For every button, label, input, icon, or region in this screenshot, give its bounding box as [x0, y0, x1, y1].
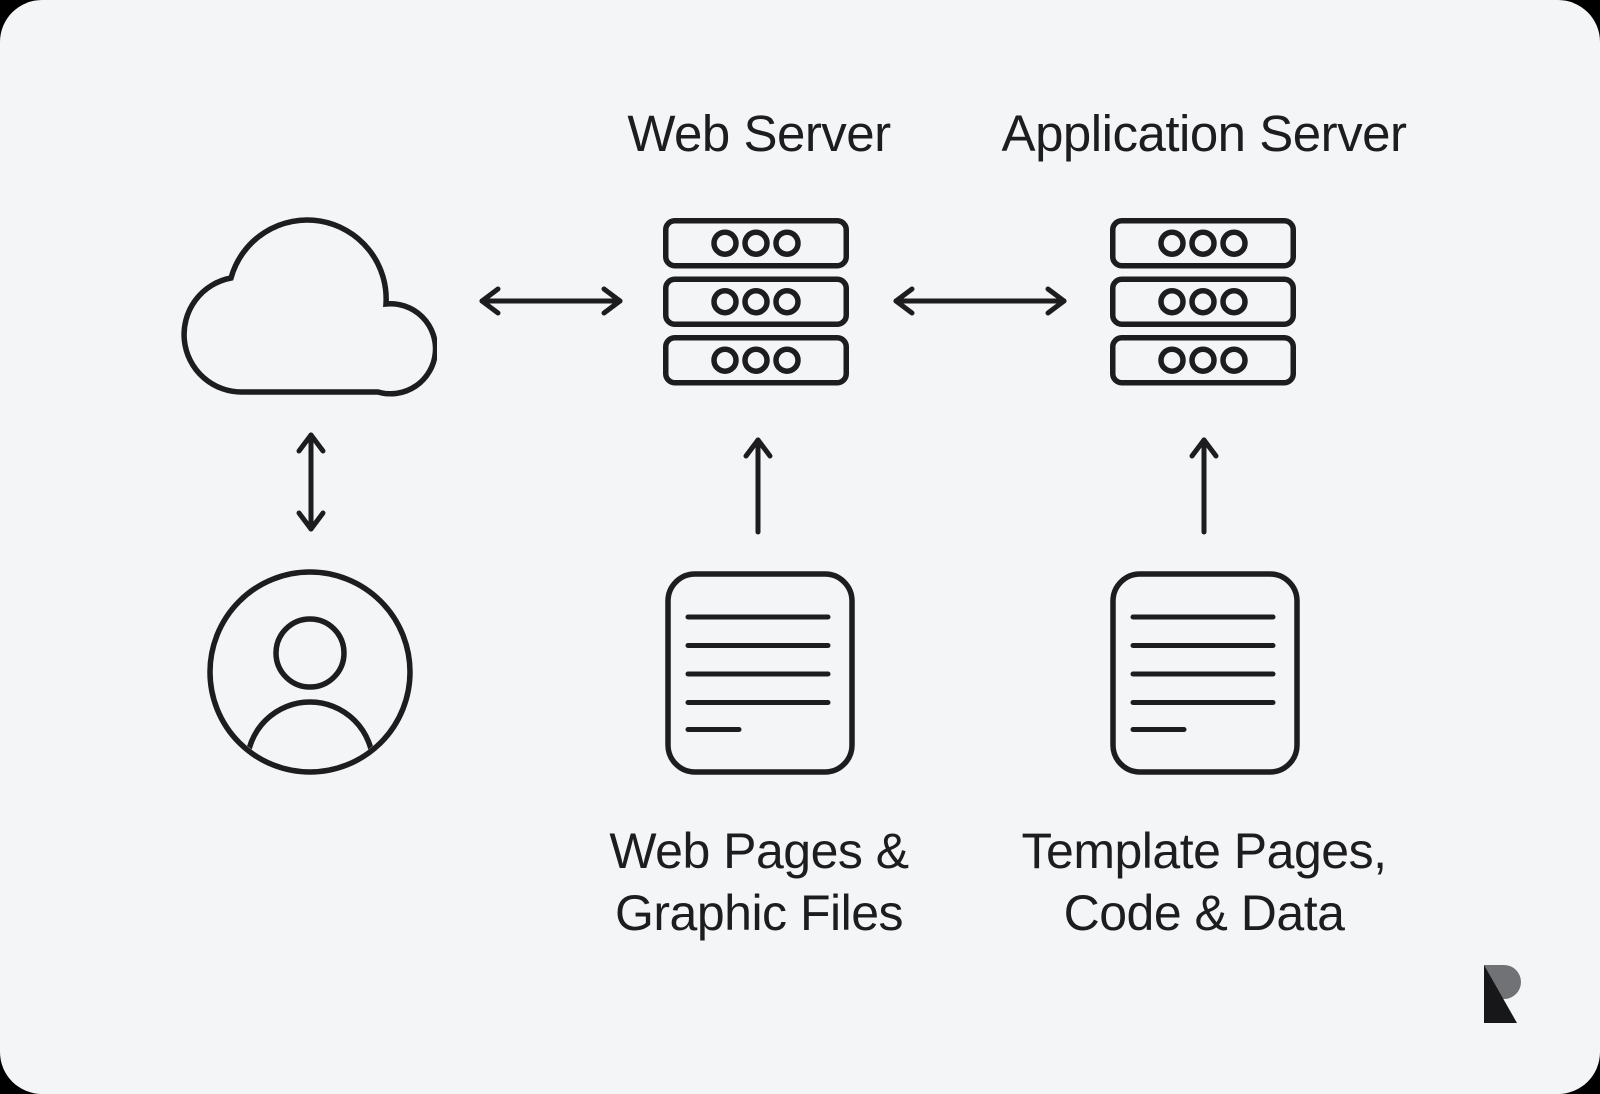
arrow-cloud-webserver: [477, 285, 625, 317]
arrow-webserver-appserver: [891, 285, 1069, 317]
arrow-user-cloud: [295, 430, 327, 534]
web-server-icon: [663, 218, 849, 386]
cloud-icon: [181, 216, 437, 398]
web-files-label-line2: Graphic Files: [614, 885, 904, 941]
web-server-title: Web Server: [627, 105, 891, 162]
template-files-label: Template Pages, Code & Data: [974, 820, 1434, 944]
template-files-label-line1: Template Pages,: [1021, 823, 1387, 879]
arrow-webfiles-webserver: [742, 435, 774, 535]
application-server-icon: [1110, 218, 1296, 386]
arrow-templatefiles-appserver: [1188, 435, 1220, 535]
ramotion-logo: [1484, 965, 1522, 1023]
application-server-title: Application Server: [1001, 105, 1407, 162]
web-files-icon: [665, 571, 855, 775]
template-files-icon: [1110, 571, 1300, 775]
web-files-label: Web Pages & Graphic Files: [529, 820, 989, 944]
template-files-label-line2: Code & Data: [1063, 885, 1345, 941]
user-icon: [206, 568, 414, 776]
web-files-label-line1: Web Pages &: [609, 823, 909, 879]
